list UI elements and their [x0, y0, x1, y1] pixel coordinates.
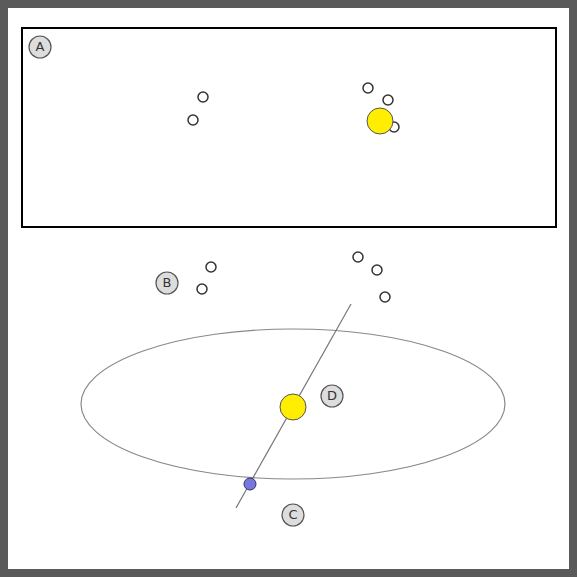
callout-circles	[29, 36, 343, 526]
callout-letter: D	[321, 385, 343, 407]
callout-letter: C	[282, 504, 304, 526]
sun	[280, 394, 306, 420]
callout-letter: B	[156, 272, 178, 294]
callout-letter: A	[29, 36, 51, 58]
sky-view-frame	[22, 28, 556, 227]
earth-orbit	[81, 329, 505, 479]
line-of-sight	[236, 304, 351, 508]
earth	[244, 478, 256, 490]
background-stars	[188, 83, 399, 302]
sun-in-sky	[367, 108, 393, 134]
